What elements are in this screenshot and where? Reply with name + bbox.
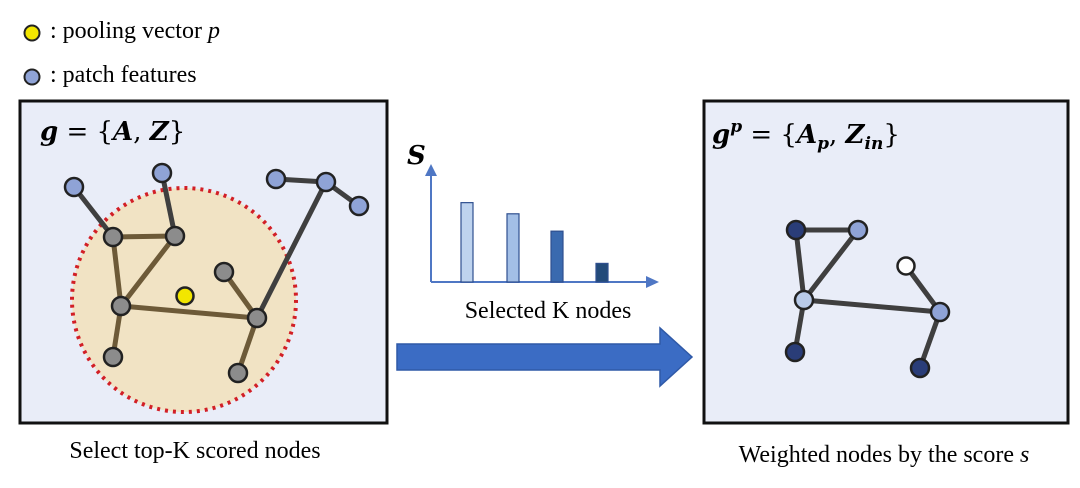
score-bar: [595, 262, 609, 283]
patch-node: [348, 195, 370, 217]
weighted-node: [896, 256, 916, 276]
weighted-node: [909, 357, 931, 379]
score-x-axis-arrowhead: [646, 276, 659, 288]
selected-node: [246, 307, 268, 329]
left-caption: Select top-K scored nodes: [69, 438, 320, 464]
selected-node: [213, 261, 235, 283]
left-patch-nodes: [63, 162, 370, 217]
score-chart-caption: Selected K nodes: [465, 298, 632, 324]
weighted-node: [784, 341, 806, 363]
score-bar: [550, 230, 564, 283]
right-weighted-nodes: [784, 219, 951, 379]
weighted-node: [785, 219, 807, 241]
right-caption: Weighted nodes by the score s: [739, 442, 1030, 468]
weighted-node: [847, 219, 869, 241]
score-bar: [506, 213, 520, 283]
transition-arrow: [396, 326, 694, 388]
left-graph-panel: g = {A, Z}: [18, 99, 389, 425]
right-panel-frame: [702, 99, 1070, 425]
pooling-vector-legend-icon: [23, 24, 41, 42]
patch-feature-legend-label: : patch features: [50, 62, 197, 88]
patch-node: [63, 176, 85, 198]
patch-node: [151, 162, 173, 184]
right-panel-formula: gp = {Ap, Zin}: [712, 117, 900, 154]
selected-node: [227, 362, 249, 384]
weighted-node: [929, 301, 951, 323]
selected-node: [102, 226, 124, 248]
score-axis-symbol: S: [407, 141, 426, 171]
selected-node: [110, 295, 132, 317]
selected-node: [102, 346, 124, 368]
patch-node: [265, 168, 287, 190]
left-panel-formula: g = {A, Z}: [40, 117, 185, 147]
patch-node: [315, 171, 337, 193]
left-selected-nodes: [102, 225, 268, 384]
weighted-node: [793, 289, 815, 311]
legend: : pooling vector p : patch features: [23, 18, 220, 88]
score-chart: S Selected K nodes: [407, 141, 659, 324]
pooling-vector-node: [175, 286, 195, 306]
right-graph-panel: gp = {Ap, Zin}: [702, 99, 1070, 425]
patch-feature-legend-icon: [23, 68, 41, 86]
score-y-axis-arrowhead: [425, 164, 437, 176]
selected-node: [164, 225, 186, 247]
pooling-vector-legend-label: : pooling vector p: [50, 18, 220, 44]
score-bar: [460, 202, 474, 283]
